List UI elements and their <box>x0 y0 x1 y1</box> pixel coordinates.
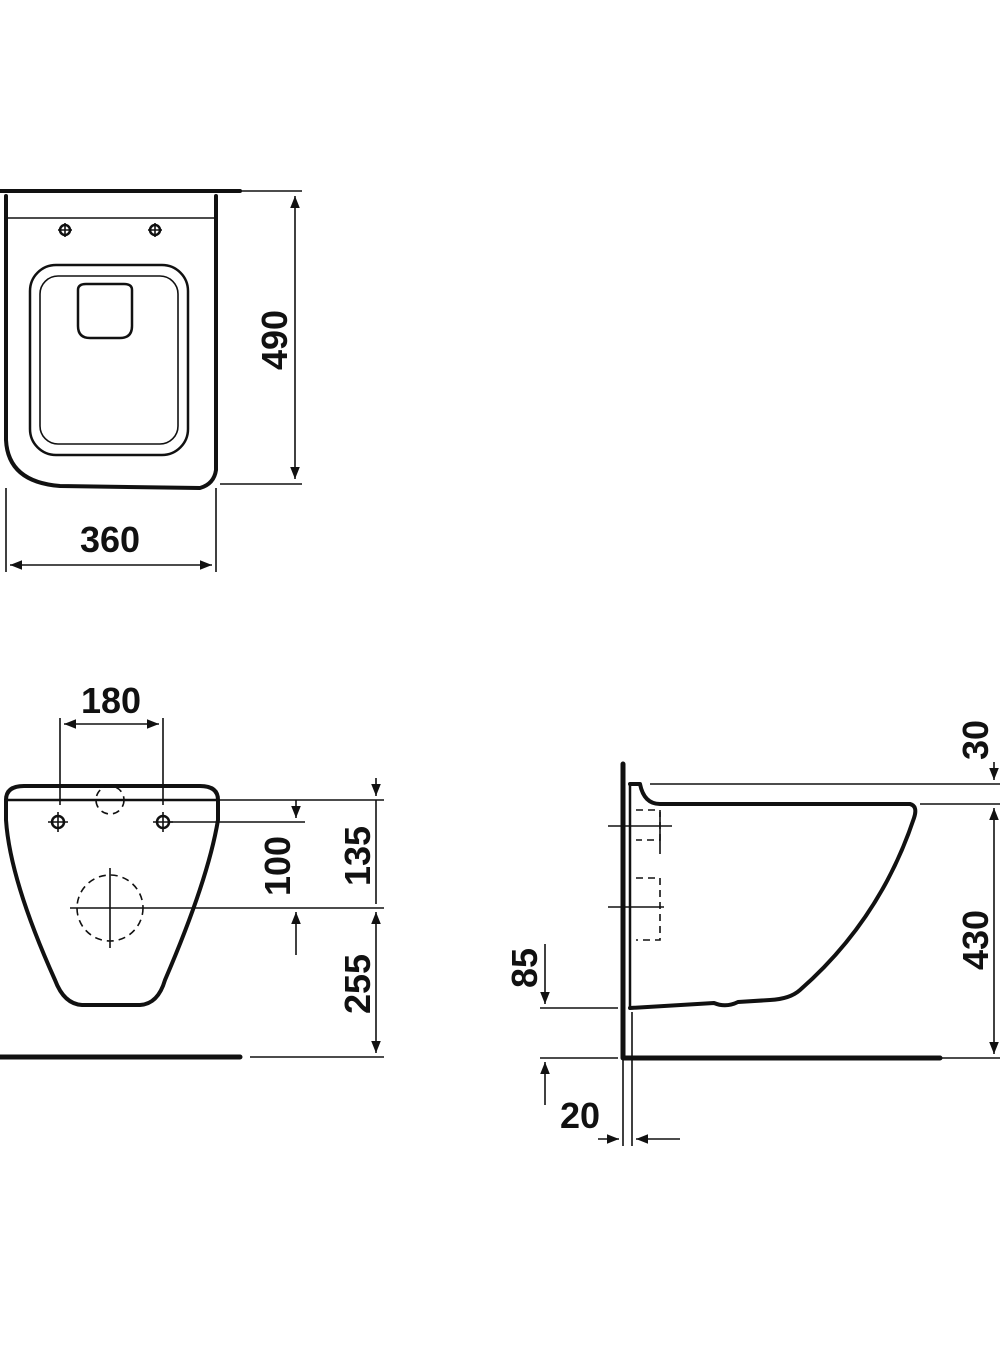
front-view: 180 100 135 <box>0 680 384 1060</box>
front-fixing-hole-right <box>153 812 173 832</box>
top-seat-inner <box>39 275 179 445</box>
front-height-label: 255 <box>337 954 378 1014</box>
top-hinge-screw-right <box>148 223 162 237</box>
side-wall-floor <box>620 761 943 1061</box>
top-lid-grip <box>76 282 134 340</box>
front-bowl-outline <box>4 798 220 1007</box>
side-wall-extension-lines <box>622 1012 633 1146</box>
side-wall-offset-label: 20 <box>560 1095 600 1136</box>
top-depth-label: 490 <box>254 310 295 370</box>
front-offset-label: 100 <box>257 836 298 896</box>
side-bowl-outline <box>628 782 918 1010</box>
top-width-label: 360 <box>80 519 140 560</box>
top-width-extension-lines <box>5 488 217 572</box>
top-bowl-outline <box>4 194 218 490</box>
top-depth-extension-lines <box>220 190 302 485</box>
side-rim-offset-label: 30 <box>955 720 996 760</box>
side-rim-height-label: 430 <box>955 910 996 970</box>
front-spacing-extension-lines <box>59 718 164 805</box>
side-bolt-upper <box>636 809 661 841</box>
side-view: 30 430 85 20 <box>504 720 1000 1146</box>
side-bolt-upper-centerline <box>608 812 672 854</box>
side-bolt-lower <box>636 877 661 941</box>
front-outlet-centerlines <box>70 868 150 948</box>
front-spacing-label: 180 <box>81 680 141 721</box>
side-bottom-gap-label: 85 <box>504 948 545 988</box>
top-hinge-screw-left <box>58 223 72 237</box>
front-top-label: 135 <box>337 826 378 886</box>
front-seat-top <box>4 784 220 802</box>
top-view: 490 360 <box>0 189 302 572</box>
front-fixing-hole-left <box>48 812 68 832</box>
side-bottom-extension-lines <box>540 1007 618 1059</box>
top-seat-outer <box>28 263 190 457</box>
